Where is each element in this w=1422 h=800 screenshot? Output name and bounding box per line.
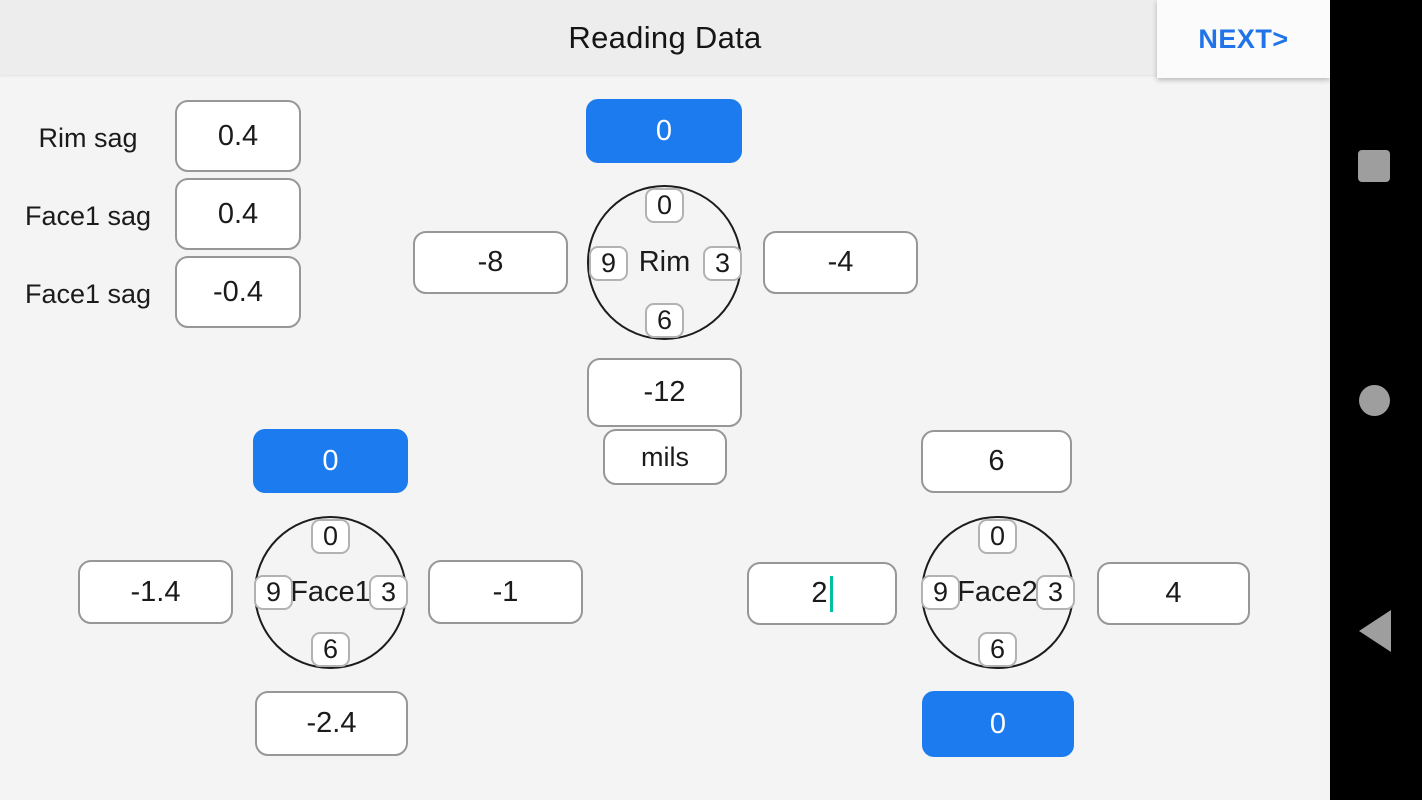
face1-9-oclock-input[interactable]: -1.4	[78, 560, 233, 624]
page-title: Reading Data	[568, 19, 762, 55]
face2-dial-3-oclock-badge: 3	[1036, 575, 1075, 610]
rim-dial-12-oclock-badge: 0	[645, 188, 684, 223]
face1-sag-value: 0.4	[217, 197, 259, 230]
face1-zero-button[interactable]: 0	[253, 429, 408, 493]
rim-sag-input[interactable]: 0.4	[175, 100, 301, 172]
face2-zero-button[interactable]: 0	[922, 691, 1074, 757]
face1-sag-input[interactable]: 0.4	[175, 178, 301, 250]
face2-12-oclock-input[interactable]: 6	[921, 430, 1072, 493]
rim-dial-3-oclock-badge: 3	[703, 246, 742, 281]
face2-dial-6-oclock-badge: 6	[978, 632, 1017, 667]
face1-6-oclock-value: -2.4	[306, 707, 357, 739]
face1-dial-3-oclock-badge: 3	[369, 575, 408, 610]
face1-3-oclock-value: -1	[492, 575, 519, 608]
face2-dial-name: Face2	[957, 576, 1038, 608]
rim-6-oclock-input[interactable]: -12	[587, 358, 742, 427]
face1-dial-12-oclock-badge: 0	[311, 519, 350, 554]
face2-9-oclock-input[interactable]: 2	[747, 562, 897, 625]
rim-dial-9-oclock-badge: 9	[589, 246, 628, 281]
rim-sag-label: Rim sag	[38, 123, 138, 153]
face2-3-oclock-value: 4	[1165, 577, 1182, 609]
face2-sag-label: Face1 sag	[24, 279, 152, 309]
face1-zero-button-label: 0	[322, 444, 339, 477]
rim-zero-button[interactable]: 0	[586, 99, 742, 163]
rim-3-oclock-value: -4	[827, 246, 854, 278]
face2-3-oclock-input[interactable]: 4	[1097, 562, 1250, 625]
face1-sag-label: Face1 sag	[24, 201, 152, 231]
rim-6-oclock-value: -12	[643, 376, 686, 408]
next-button[interactable]: NEXT>	[1157, 0, 1330, 78]
face2-12-oclock-value: 6	[988, 445, 1005, 477]
face1-dial-name: Face1	[290, 576, 371, 608]
rim-dial-name: Rim	[638, 246, 691, 278]
units-button[interactable]: mils	[603, 429, 727, 485]
face2-9-oclock-value: 2	[811, 577, 828, 609]
face2-zero-button-label: 0	[989, 707, 1007, 740]
text-cursor	[829, 575, 833, 612]
face2-sag-input[interactable]: -0.4	[175, 256, 301, 328]
face1-3-oclock-input[interactable]: -1	[428, 560, 583, 624]
rim-dial-6-oclock-badge: 6	[645, 303, 684, 338]
face1-dial-6-oclock-badge: 6	[311, 632, 350, 667]
back-icon[interactable]	[1359, 610, 1391, 652]
face1-6-oclock-input[interactable]: -2.4	[255, 691, 408, 756]
rim-sag-value: 0.4	[217, 119, 259, 152]
recents-icon[interactable]	[1358, 150, 1390, 182]
face2-dial-12-oclock-badge: 0	[978, 519, 1017, 554]
next-button-label: NEXT>	[1198, 23, 1289, 54]
units-label: mils	[641, 441, 689, 472]
header-bar	[0, 0, 1330, 75]
rim-zero-button-label: 0	[655, 114, 673, 147]
face2-sag-value: -0.4	[213, 275, 263, 308]
face1-dial-9-oclock-badge: 9	[254, 575, 293, 610]
rim-9-oclock-value: -8	[477, 246, 504, 278]
face1-9-oclock-value: -1.4	[130, 575, 181, 608]
rim-3-oclock-input[interactable]: -4	[763, 231, 918, 294]
rim-9-oclock-input[interactable]: -8	[413, 231, 568, 294]
face2-dial-9-oclock-badge: 9	[921, 575, 960, 610]
home-icon[interactable]	[1359, 385, 1390, 416]
